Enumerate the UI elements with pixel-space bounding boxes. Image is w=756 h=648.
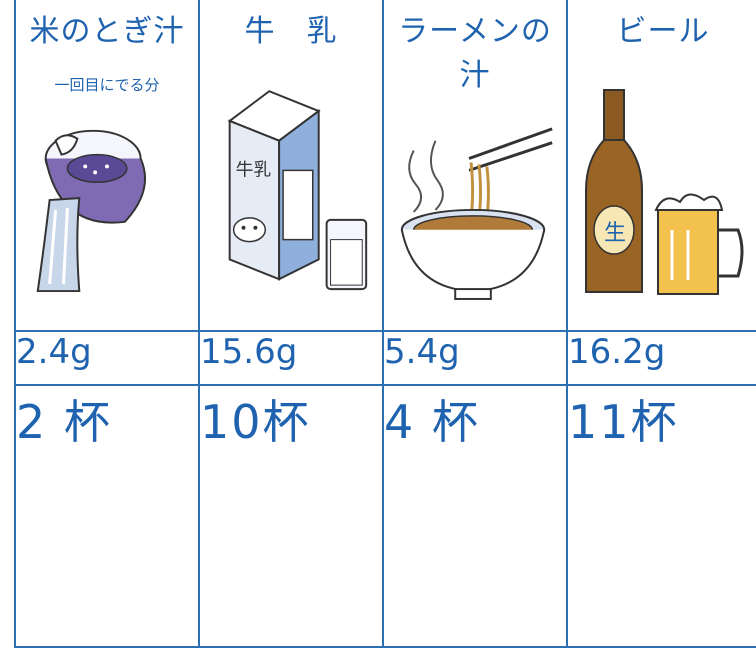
milk-carton-icon: 牛乳 xyxy=(227,90,368,291)
value-cell-ramen: 5.4g xyxy=(384,332,568,386)
svg-text:牛乳: 牛乳 xyxy=(236,159,272,180)
column-header-milk: 牛 乳 牛乳 xyxy=(200,0,384,332)
value-text: 2.4g xyxy=(16,332,92,372)
column-title: 米のとぎ汁 xyxy=(29,14,185,49)
value-cell-rice-water: 2.4g xyxy=(16,332,200,386)
column-header-rice-water: 米のとぎ汁 一回目にでる分 xyxy=(16,0,200,332)
value-cell-milk: 15.6g xyxy=(200,332,384,386)
comparison-table: 米のとぎ汁 一回目にでる分 牛 乳 牛乳 xyxy=(14,0,756,648)
column-subtitle: 一回目にでる分 xyxy=(54,76,160,94)
ramen-bowl-icon xyxy=(400,127,553,300)
cups-text: 10杯 xyxy=(200,395,311,449)
cups-cell-ramen: 4 杯 xyxy=(384,386,568,648)
value-text: 15.6g xyxy=(200,332,298,372)
rice-water-pour-icon xyxy=(36,129,147,293)
column-title: ラーメンの汁 xyxy=(398,14,552,93)
svg-text:生: 生 xyxy=(604,221,626,246)
cups-cell-beer: 11杯 xyxy=(568,386,756,648)
value-cell-beer: 16.2g xyxy=(568,332,756,386)
cups-text: 11杯 xyxy=(568,395,679,449)
cups-cell-rice-water: 2 杯 xyxy=(16,386,200,648)
column-header-beer: ビール 生 xyxy=(568,0,756,332)
column-title: ビール xyxy=(616,14,710,49)
value-text: 5.4g xyxy=(384,332,460,372)
column-title: 牛 乳 xyxy=(244,14,338,49)
cups-cell-milk: 10杯 xyxy=(200,386,384,648)
cups-text: 2 杯 xyxy=(16,395,112,449)
beer-bottle-icon: 生 xyxy=(585,89,744,295)
value-text: 16.2g xyxy=(568,332,666,372)
cups-text: 4 杯 xyxy=(384,395,480,449)
column-header-ramen: ラーメンの汁 xyxy=(384,0,568,332)
